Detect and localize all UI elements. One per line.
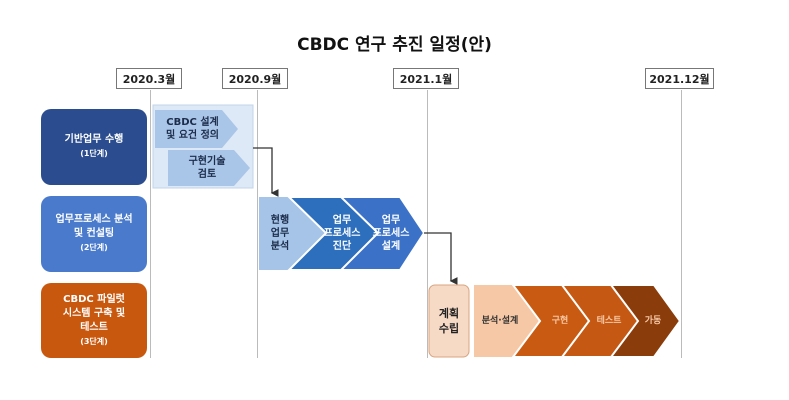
chevron-operation — [609, 284, 682, 358]
label-line: 및 요건 정의 — [166, 130, 219, 141]
chevron-tech-review — [168, 150, 250, 186]
label-line: 업무 — [381, 215, 401, 226]
timeline-line — [257, 90, 258, 358]
label-line: 현행 — [270, 215, 290, 226]
stage-label: 및 컨설팅 — [73, 228, 115, 239]
label-line: 설계 — [381, 241, 401, 252]
timeline-marker-2021-12: 2021.12월 — [645, 68, 714, 89]
stage-number: (2단계) — [80, 243, 108, 252]
stage-label: CBDC 파일럿 — [63, 293, 125, 305]
timeline-line — [681, 90, 682, 358]
label-line: 프로세스 — [323, 228, 361, 239]
plan-box — [428, 284, 470, 358]
step-label: 분석·설계 — [481, 315, 519, 326]
stage-2-box: 업무프로세스 분석 및 컨설팅 (2단계) — [41, 196, 147, 272]
stage-number: (1단계) — [80, 149, 108, 158]
chevron-cbdc-design — [155, 110, 238, 148]
label-line: 수립 — [438, 322, 460, 335]
label-line: 구현기술 — [188, 156, 226, 167]
step-label: 가동 — [644, 315, 662, 326]
label-line: 검토 — [197, 169, 217, 180]
stage-3-box: CBDC 파일럿 시스템 구축 및 테스트 (3단계) — [41, 283, 147, 358]
diagram-title: CBDC 연구 추진 일정(안) — [297, 35, 492, 55]
chevron-label: 현행 업무 분석 — [259, 197, 301, 270]
label-line: 계획 — [438, 307, 460, 320]
chevron-label: 업무 프로세스 진단 — [312, 197, 372, 270]
chevron-label: CBDC 설계 및 요건 정의 — [155, 110, 230, 148]
connector-arrow — [253, 147, 279, 197]
plan-label: 계획 수립 — [429, 285, 469, 357]
chevron-label: 업무 프로세스 설계 — [366, 197, 416, 270]
stage-label: 시스템 구축 및 — [62, 307, 126, 319]
label-line: 업무 — [332, 215, 352, 226]
label-line: CBDC 설계 — [166, 117, 219, 128]
label-line: 분석 — [270, 241, 290, 252]
timeline-marker-2020-3: 2020.3월 — [116, 68, 182, 89]
step-label: 테스트 — [596, 315, 622, 326]
timeline-line — [150, 90, 151, 358]
step-label: 구현 — [551, 315, 569, 326]
stage-label: 테스트 — [80, 321, 108, 333]
chevron-process-design — [338, 196, 426, 271]
timeline-marker-2020-9: 2020.9월 — [222, 68, 288, 89]
stage-label: 업무프로세스 분석 — [55, 214, 133, 225]
label-line: 업무 — [270, 228, 290, 239]
connector-arrow — [424, 232, 458, 285]
label-line: 진단 — [332, 241, 352, 252]
stage-label: 기반업무 수행 — [64, 134, 124, 145]
timeline-line — [427, 90, 428, 358]
stage-1-box: 기반업무 수행 (1단계) — [41, 109, 147, 185]
label-line: 프로세스 — [372, 228, 410, 239]
chevron-label: 구현기술 검토 — [172, 150, 242, 186]
stage-number: (3단계) — [80, 336, 108, 346]
timeline-marker-2021-1: 2021.1월 — [393, 68, 459, 89]
